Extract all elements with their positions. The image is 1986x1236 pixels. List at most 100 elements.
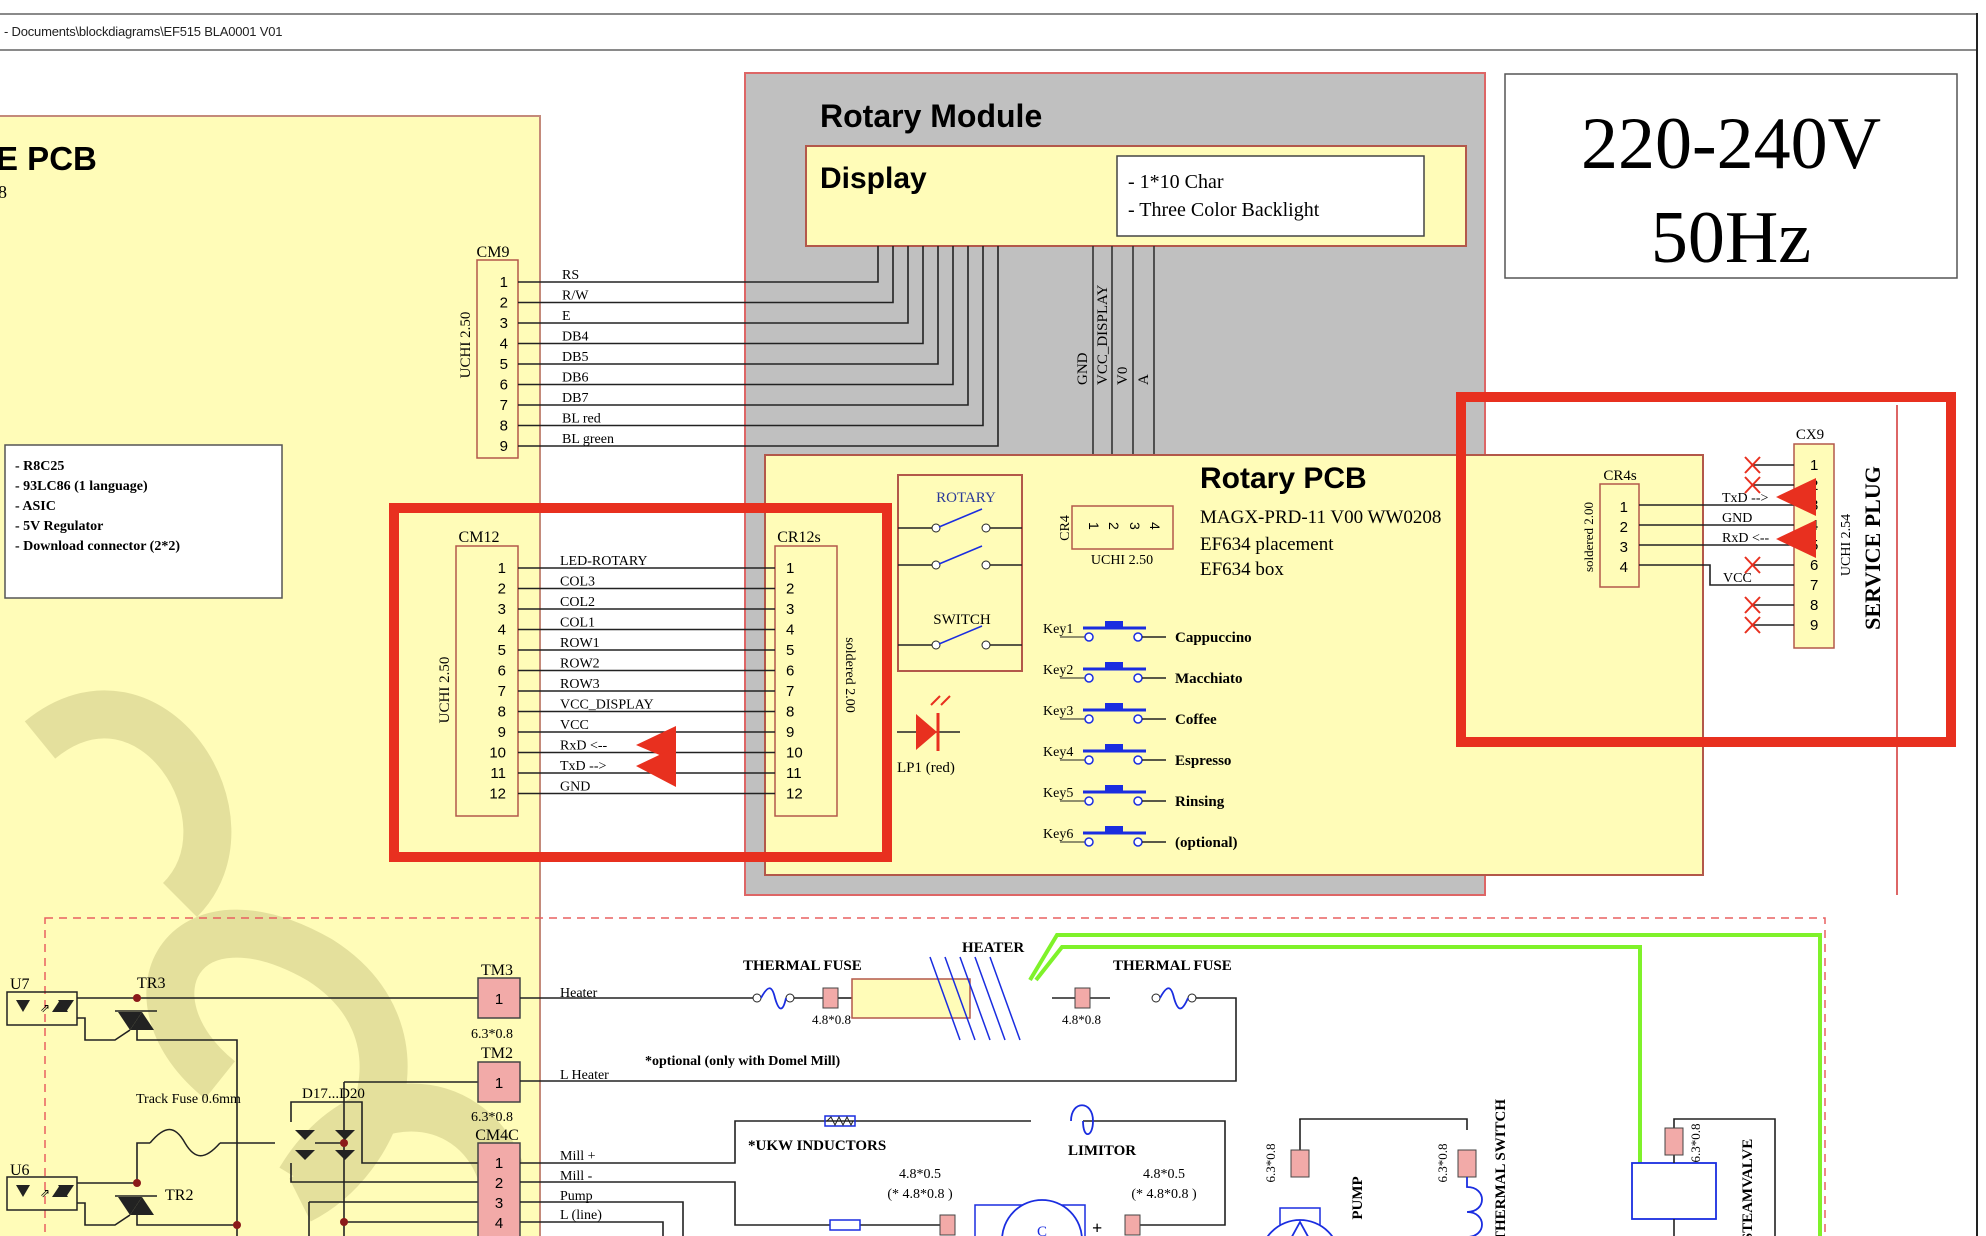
key-id: Key5 bbox=[1043, 786, 1073, 801]
window-titlebar: - Documents\blockdiagrams\EF515 BLA0001 … bbox=[0, 13, 1978, 51]
cm12-signal: LED-ROTARY bbox=[560, 554, 648, 569]
cm9-pin: 7 bbox=[500, 397, 508, 414]
triac-tr3 bbox=[115, 1010, 157, 1030]
cx9-pin: 9 bbox=[1810, 617, 1818, 634]
cm9-pin: 4 bbox=[500, 336, 508, 353]
thermal-switch-label: THERMAL SWITCH bbox=[1493, 1099, 1509, 1236]
rotary-pcb-line-1: MAGX-PRD-11 V00 WW0208 bbox=[1200, 507, 1441, 528]
feature-1: - R8C25 bbox=[15, 459, 64, 474]
cx9-pin: 1 bbox=[1810, 457, 1818, 474]
cm9-signal: DB4 bbox=[562, 330, 588, 345]
key-label: Coffee bbox=[1175, 712, 1217, 728]
steamvalve-coil bbox=[1631, 1162, 1717, 1220]
key-label: Rinsing bbox=[1175, 794, 1225, 810]
cr12s-connector bbox=[774, 545, 838, 817]
service-signal-txd: TxD --> bbox=[1722, 491, 1768, 506]
thermal-fuse-left-label: THERMAL FUSE bbox=[743, 958, 862, 974]
optocoupler-u7: ⇗ bbox=[6, 991, 78, 1026]
cm9-signal: RS bbox=[562, 268, 579, 283]
cx9-label: CX9 bbox=[1796, 427, 1824, 443]
cr12s-pin: 7 bbox=[786, 683, 794, 700]
tr2-label: TR2 bbox=[165, 1187, 193, 1204]
frequency-text: 50Hz bbox=[1651, 197, 1811, 279]
cr4s-pin-1: 1 bbox=[1620, 499, 1628, 516]
cr4-pin-1: 1 bbox=[1086, 522, 1102, 530]
cr12s-pin: 4 bbox=[786, 622, 794, 639]
cm12-signal: ROW2 bbox=[560, 657, 600, 672]
thermal-switch-icon bbox=[1466, 1177, 1483, 1236]
key-label: Cappuccino bbox=[1175, 630, 1252, 646]
feature-3: - ASIC bbox=[15, 499, 56, 514]
triac-tr2 bbox=[115, 1195, 157, 1215]
main-pcb-subtitle: 8 bbox=[0, 182, 7, 202]
cm12-pin: 8 bbox=[498, 704, 506, 721]
cm9-wire bbox=[518, 246, 954, 386]
mill-term-right-top: 4.8*0.5 bbox=[1143, 1167, 1185, 1182]
svg-text:⇗: ⇗ bbox=[40, 1001, 50, 1015]
cm9-signal: DB5 bbox=[562, 350, 588, 365]
cm12-type: UCHI 2.50 bbox=[437, 657, 453, 724]
cr4s-connector bbox=[1599, 483, 1640, 588]
annotation-arrow-service-rxd bbox=[1776, 520, 1816, 558]
service-signal-vcc: VCC bbox=[1723, 571, 1752, 586]
cm9-wire bbox=[518, 246, 909, 324]
cr12s-pin: 9 bbox=[786, 724, 794, 741]
feature-2: - 93LC86 (1 language) bbox=[15, 479, 148, 494]
cr4-pin-3: 3 bbox=[1127, 522, 1143, 530]
cr4s-pin-4: 4 bbox=[1620, 559, 1628, 576]
cm9-pin: 5 bbox=[500, 356, 508, 373]
cm4c-pin-3: 3 bbox=[495, 1195, 503, 1212]
main-pcb-title: E PCB bbox=[0, 140, 97, 177]
cr12s-label: CR12s bbox=[777, 529, 821, 546]
pump-terminal bbox=[1290, 1149, 1310, 1178]
highlight-box-service bbox=[1456, 392, 1956, 747]
rotary-switch-label: ROTARY bbox=[936, 490, 996, 506]
cm9-pin: 8 bbox=[500, 418, 508, 435]
steamvalve-term-size: 6.3*0.8 bbox=[1688, 1124, 1703, 1163]
heater-term-left-size: 4.8*0.8 bbox=[812, 1012, 851, 1027]
cm12-pin: 3 bbox=[498, 601, 506, 618]
cx9-pin: 8 bbox=[1810, 597, 1818, 614]
mill-motor-icon: C + bbox=[974, 1199, 1102, 1236]
key-label: Espresso bbox=[1175, 753, 1231, 769]
thermal-fuse-right-icon bbox=[1151, 987, 1197, 1010]
cm12-signal: GND bbox=[560, 780, 590, 795]
inductor-top-zigzag bbox=[826, 1115, 854, 1127]
cr4s-label: CR4s bbox=[1603, 468, 1637, 484]
display-feature-1: - 1*10 Char bbox=[1128, 171, 1224, 193]
rotary-pcb-title: Rotary PCB bbox=[1200, 462, 1367, 495]
cr4-label: CR4 bbox=[1058, 515, 1073, 541]
key-id: Key6 bbox=[1043, 827, 1073, 842]
track-fuse-icon bbox=[149, 1128, 221, 1157]
key-switch-6: Key6(optional) bbox=[1043, 826, 1238, 851]
cx9-pin: 6 bbox=[1810, 557, 1818, 574]
display-title: Display bbox=[820, 162, 927, 195]
cm4c-signal-4: L (line) bbox=[560, 1208, 602, 1223]
switch-box bbox=[897, 474, 1023, 672]
heater-label: HEATER bbox=[962, 940, 1024, 956]
key-id: Key3 bbox=[1043, 704, 1073, 719]
inductor-bottom-icon bbox=[829, 1219, 861, 1231]
pump-wires bbox=[1299, 1118, 1468, 1153]
steamvalve-label: STEAMVALVE bbox=[1740, 1139, 1756, 1236]
cm9-pin: 2 bbox=[500, 295, 508, 312]
cr12s-pin: 1 bbox=[786, 560, 794, 577]
cm9-wire bbox=[518, 246, 924, 345]
optocoupler-u6: ⇗ bbox=[6, 1176, 78, 1211]
cr12s-pin: 3 bbox=[786, 601, 794, 618]
cm9-wire bbox=[518, 246, 939, 365]
u7-label: U7 bbox=[10, 976, 30, 993]
cm9-wire bbox=[518, 246, 894, 304]
service-signal-rxd: RxD <-- bbox=[1722, 531, 1770, 546]
cm12-pin: 1 bbox=[498, 560, 506, 577]
cm12-signal: ROW1 bbox=[560, 636, 600, 651]
cm12-pin: 2 bbox=[498, 581, 506, 598]
heater-term-right-size: 4.8*0.8 bbox=[1062, 1012, 1101, 1027]
svg-text:⇗: ⇗ bbox=[40, 1186, 50, 1200]
key-id: Key4 bbox=[1043, 745, 1073, 760]
display-feature-2: - Three Color Backlight bbox=[1128, 199, 1320, 221]
mill-term-left-top: 4.8*0.5 bbox=[899, 1167, 941, 1182]
switch-contacts bbox=[898, 508, 1022, 650]
